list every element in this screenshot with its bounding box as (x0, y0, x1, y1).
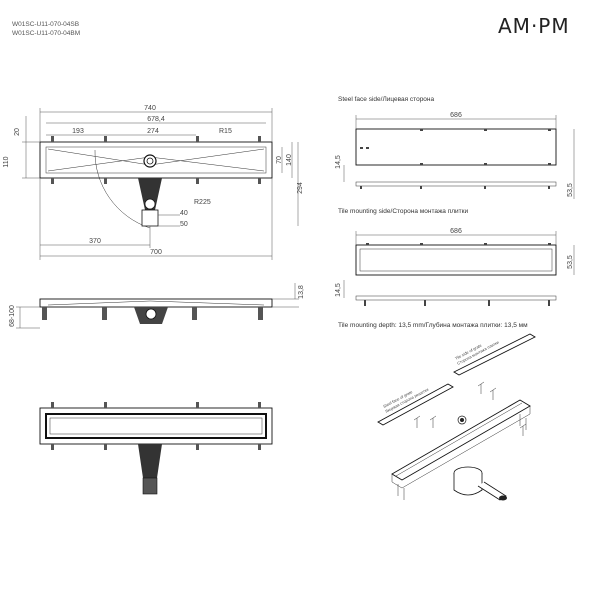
dim-40: 40 (180, 210, 188, 217)
dim-depth-294: 294 (297, 182, 304, 194)
dim-tile-thickness: 14,5 (335, 283, 342, 297)
dim-radius-large: R225 (194, 199, 211, 206)
iso-grate-tile (453, 333, 536, 376)
dim-tile-height: 53,5 (567, 255, 574, 269)
dim-left-part: 193 (72, 128, 84, 135)
plan-view: 740 678,4 193 274 R15 20 110 70 140 294 … (3, 105, 304, 260)
dim-inner: 678,4 (147, 116, 165, 123)
side-view: 68-100 13,8 (9, 283, 305, 329)
dim-height-140: 140 (286, 154, 293, 166)
isometric-assembly: Steel face of grate Лицевая сторона реше… (377, 333, 536, 501)
dim-steel-height: 53,5 (567, 183, 574, 197)
tile-grate-view: 686 53,5 14,5 (335, 228, 575, 306)
steel-grate-view: 686 14,5 53,5 (335, 112, 575, 199)
brand-logo: AM·PM (498, 14, 570, 38)
dim-top-offset: 20 (14, 128, 21, 136)
dim-steel-thickness: 14,5 (335, 155, 342, 169)
dim-half-370: 370 (89, 238, 101, 245)
dim-radius-small: R15 (219, 128, 232, 135)
tile-grate-side (355, 244, 557, 276)
caption-tile-depth: Tile mounting depth: 13,5 mm/Глубина мон… (338, 322, 528, 329)
dim-length-700: 700 (150, 249, 162, 256)
dim-height-total: 110 (3, 156, 10, 167)
dim-mid-part: 274 (147, 128, 159, 135)
product-codes: W01SC-U11-070-04SB W01SC-U11-070-04BM (12, 20, 80, 38)
iso-grate-steel (377, 383, 454, 426)
dim-steel-length: 686 (450, 112, 462, 119)
caption-tile-side: Tile mounting side/Сторона монтажа плитк… (338, 208, 469, 215)
side-channel (39, 298, 273, 308)
dim-thickness: 13,8 (298, 285, 305, 299)
plan-frame-inner (45, 146, 267, 174)
drain-outlet-icon (143, 154, 157, 168)
product-code-2: W01SC-U11-070-04BM (12, 30, 81, 37)
dim-overall: 740 (144, 105, 156, 112)
installed-view (39, 402, 273, 495)
caption-steel-face: Steel face side/Лицевая сторона (338, 96, 435, 103)
steel-grate-face (355, 128, 557, 166)
dim-height-range: 68-100 (9, 305, 16, 327)
dim-tile-length: 686 (450, 228, 462, 235)
tile-grate-edge (355, 295, 557, 301)
product-code-1: W01SC-U11-070-04SB (12, 21, 80, 28)
dim-50: 50 (180, 221, 188, 228)
dim-height-inner: 70 (276, 156, 283, 164)
steel-grate-edge (355, 181, 557, 187)
